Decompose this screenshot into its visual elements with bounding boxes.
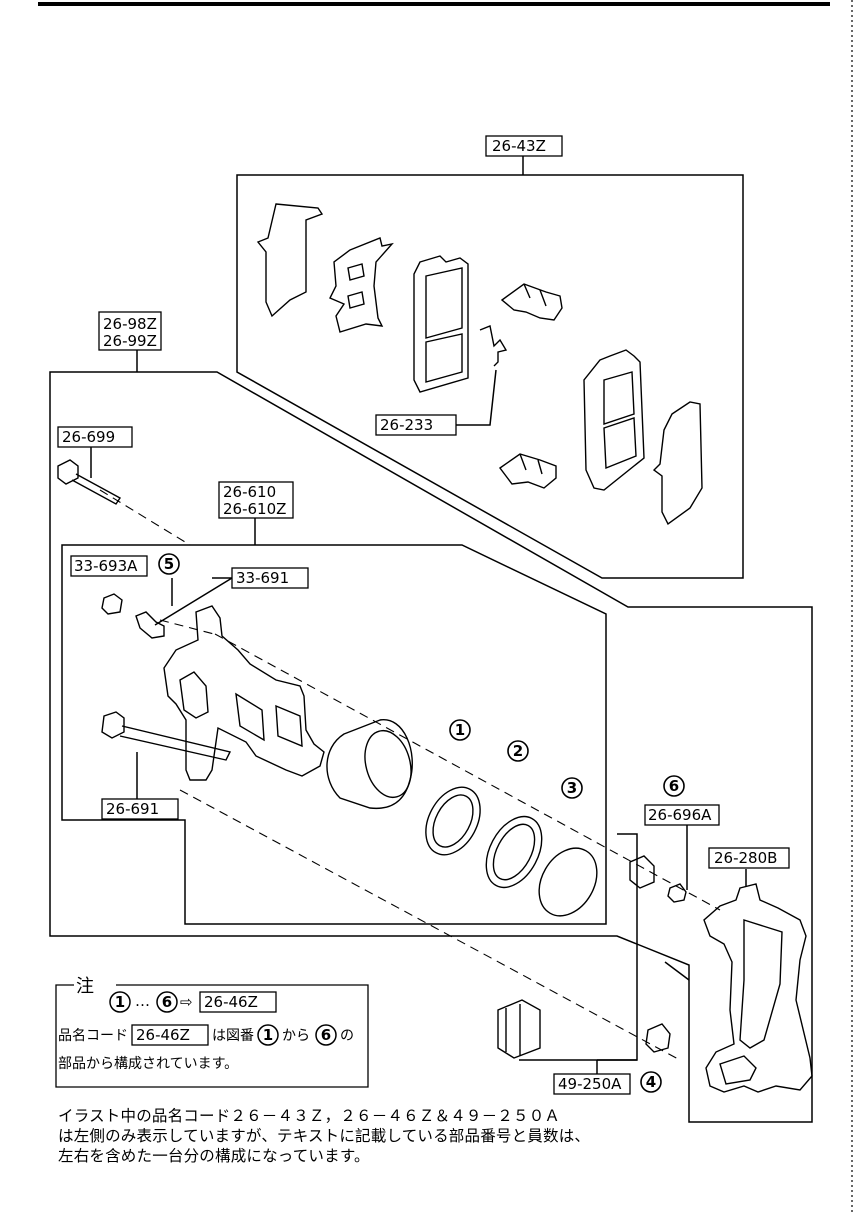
pad-shim-outer: [256, 203, 324, 318]
note-seal-kit: 26-46Z: [204, 993, 258, 1011]
note-arrow: ⇨: [180, 993, 193, 1011]
note-seal-kit-ref: 26-46Z: [136, 1026, 190, 1044]
boot-lower: [645, 1023, 671, 1053]
callout-3: 3: [567, 779, 577, 797]
callout-4: 4: [646, 1073, 656, 1091]
label-bleeder-cap: 33-693A: [74, 557, 138, 575]
pad-retainer-lower: [499, 453, 557, 489]
guide-bolt: [101, 711, 232, 761]
pad-shim-inner: [329, 237, 394, 333]
spring-clip: [479, 325, 508, 367]
guide-sleeve: [497, 999, 541, 1059]
caliper-bracket: [703, 883, 813, 1093]
caption-line-3: 左右を含めた一台分の構成になっています。: [58, 1147, 370, 1165]
pad-kit-frame: [236, 174, 744, 579]
label-body-b: 26-610Z: [223, 500, 286, 518]
label-pad-kit: 26-43Z: [492, 137, 546, 155]
label-boot-kit: 49-250A: [558, 1075, 622, 1093]
note-c6: 6: [162, 993, 172, 1011]
label-bushing: 26-696A: [648, 806, 712, 824]
caption-line-2: は左側のみ表示していますが、テキストに記載している部品番号と員数は、: [58, 1127, 591, 1145]
bushing-6: [667, 883, 687, 903]
note-line3: 部品から構成されています。: [58, 1056, 238, 1072]
note-no: の: [340, 1028, 354, 1044]
note-dots: …: [135, 992, 150, 1010]
note-c1: 1: [115, 993, 125, 1011]
dust-boot: [485, 815, 543, 889]
note-c6b: 6: [321, 1026, 331, 1044]
retaining-ring: [538, 847, 598, 917]
body-frame: [61, 544, 607, 925]
callout-6: 6: [669, 777, 679, 795]
label-bracket: 26-280B: [714, 849, 777, 867]
label-spring-clip: 26-233: [380, 416, 433, 434]
note-kara: から: [282, 1028, 310, 1044]
caption-line-1: イラスト中の品名コード２６－４３Ｚ，２６－４６Ｚ＆４９－２５０Ａ: [58, 1107, 561, 1125]
note-middle: は図番: [212, 1028, 254, 1044]
label-caliper-a: 26-98Z: [103, 315, 157, 333]
label-bleeder: 33-691: [236, 569, 289, 587]
bleeder-cap: [101, 593, 123, 615]
caliper-piston: [326, 719, 413, 810]
note-frame: [55, 984, 369, 1088]
label-bolt: 26-699: [62, 428, 115, 446]
callout-2: 2: [513, 742, 523, 760]
caliper-body: [163, 605, 325, 781]
pad-retainer-upper: [500, 283, 563, 321]
bolt-26-699: [57, 459, 122, 505]
caliper-frame: [49, 371, 813, 1123]
callout-1: 1: [455, 721, 465, 739]
label-body-a: 26-610: [223, 483, 276, 501]
piston-seal: [425, 786, 481, 856]
caption: イラスト中の品名コード２６－４３Ｚ，２６－４６Ｚ＆４９－２５０Ａ は左側のみ表示…: [58, 1106, 778, 1166]
boot-upper: [629, 855, 655, 889]
brake-pad-outer: [413, 255, 469, 393]
brake-pad-inner: [583, 349, 645, 491]
note-c1b: 1: [263, 1026, 273, 1044]
bleeder-screw: [135, 611, 165, 639]
note-prefix: 品名コード: [58, 1028, 128, 1044]
label-guide-bolt: 26-691: [106, 800, 159, 818]
top-rule: [38, 2, 830, 6]
callout-5: 5: [164, 555, 174, 573]
label-caliper-b: 26-99Z: [103, 332, 157, 350]
pad-shim-rear: [652, 401, 703, 526]
note-title: 注: [76, 976, 94, 997]
